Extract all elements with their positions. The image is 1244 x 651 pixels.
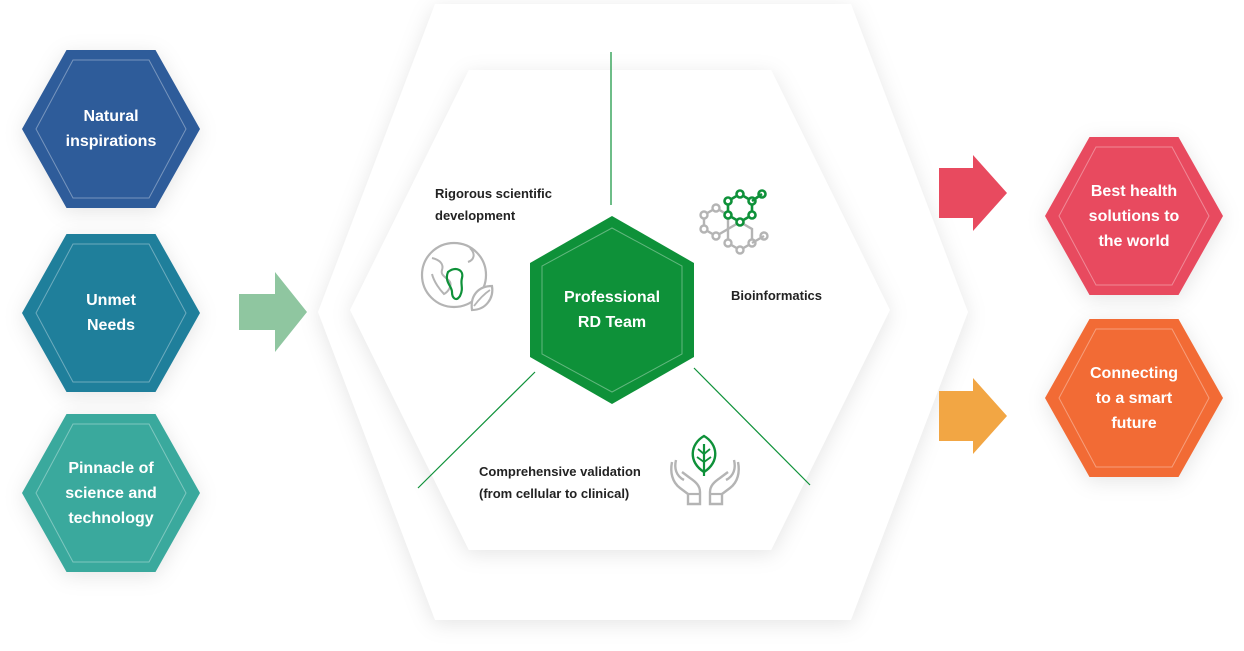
pillar-label-validation: Comprehensive validation(from cellular t…	[479, 464, 641, 501]
molecule-icon	[699, 189, 769, 255]
divider-line-left	[417, 371, 536, 489]
output-arrow-bottom	[939, 378, 1007, 454]
core-hex-inner-border	[541, 227, 683, 393]
input-arrow	[239, 272, 307, 352]
hex-inner-border	[1058, 328, 1210, 468]
divider-line-right	[693, 367, 811, 486]
pillar-label-bioinformatics: Bioinformatics	[731, 288, 823, 303]
output-arrow-top	[939, 155, 1007, 231]
hands-leaf-icon	[670, 434, 740, 506]
globe-leaf-icon	[420, 241, 494, 312]
hex-inner-border	[35, 59, 187, 199]
hex-inner-border	[35, 243, 187, 383]
hex-inner-border	[1058, 146, 1210, 286]
hex-inner-border	[35, 423, 187, 563]
